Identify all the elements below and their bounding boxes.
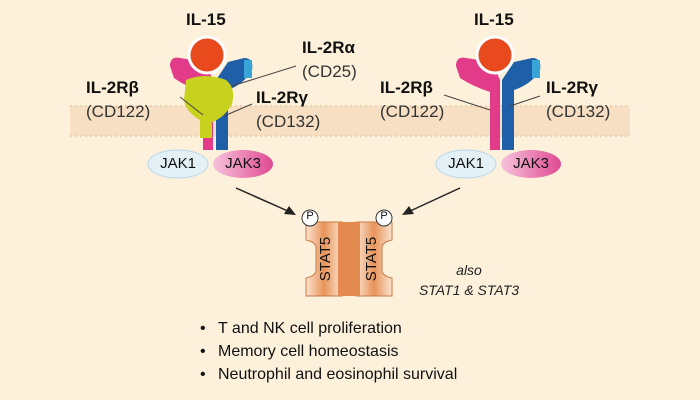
right-jak1 xyxy=(435,149,497,179)
bullet: • xyxy=(200,343,206,360)
left-jak1 xyxy=(147,149,209,179)
left-jak3-label: JAK3 xyxy=(225,155,261,172)
left-alpha-cd: (CD25) xyxy=(302,62,357,81)
effects-list: • T and NK cell proliferation • Memory cel… xyxy=(200,317,457,386)
right-jak1-label: JAK1 xyxy=(448,155,484,172)
right-il15-ligand xyxy=(475,35,515,75)
left-alpha-name: IL-2Rα xyxy=(302,38,355,57)
phospho-left xyxy=(301,209,319,227)
left-gamma-cd: (CD132) xyxy=(256,112,321,131)
also-label: also xyxy=(456,262,482,278)
left-gamma-name: IL-2Rγ xyxy=(256,88,308,107)
phospho-right xyxy=(375,209,393,227)
left-il15-ligand xyxy=(187,35,227,75)
right-receptor-complex xyxy=(435,35,561,179)
effect-item: • T and NK cell proliferation xyxy=(200,317,457,340)
left-beta-name: IL-2Rβ xyxy=(86,78,139,97)
effect-text: Memory cell homeostasis xyxy=(218,343,399,360)
right-beta-chain xyxy=(456,57,500,150)
bullet: • xyxy=(200,320,206,337)
left-beta-cd: (CD122) xyxy=(86,102,151,121)
effect-item: • Neutrophil and eosinophil survival xyxy=(200,363,457,386)
left-receptor-complex xyxy=(147,35,297,179)
stat5-left-label: STAT5 xyxy=(317,236,334,282)
left-jak3 xyxy=(213,150,273,178)
leader-right-beta xyxy=(443,94,491,111)
right-jak3-label: JAK3 xyxy=(513,155,549,172)
phospho-right-label: P xyxy=(380,210,388,222)
right-ligand-label: IL-15 xyxy=(474,10,514,29)
effect-text: Neutrophil and eosinophil survival xyxy=(218,366,458,383)
effect-text: T and NK cell proliferation xyxy=(218,320,402,337)
effect-item: • Memory cell homeostasis xyxy=(200,340,457,363)
bullet: • xyxy=(200,366,206,383)
leader-left-alpha xyxy=(231,65,297,87)
stat5-right-label: STAT5 xyxy=(363,236,380,282)
leader-left-beta xyxy=(179,96,204,116)
left-ligand-label: IL-15 xyxy=(186,10,226,29)
right-gamma-chain xyxy=(502,58,541,150)
stat5-dimer xyxy=(301,209,393,297)
left-alpha-chain xyxy=(184,76,234,138)
left-jak1-label: JAK1 xyxy=(160,155,196,172)
also-stats-label: STAT1 & STAT3 xyxy=(418,282,520,298)
right-gamma-name: IL-2Rγ xyxy=(546,78,598,97)
right-beta-cd: (CD122) xyxy=(380,102,445,121)
cell-membrane xyxy=(70,105,630,137)
leader-right-gamma xyxy=(509,95,541,107)
right-jak3 xyxy=(501,150,561,178)
right-gamma-cd: (CD132) xyxy=(546,102,611,121)
leader-left-gamma xyxy=(223,103,253,117)
right-beta-name: IL-2Rβ xyxy=(380,78,433,97)
phospho-left-label: P xyxy=(306,210,314,222)
activation-arrows xyxy=(235,187,461,215)
